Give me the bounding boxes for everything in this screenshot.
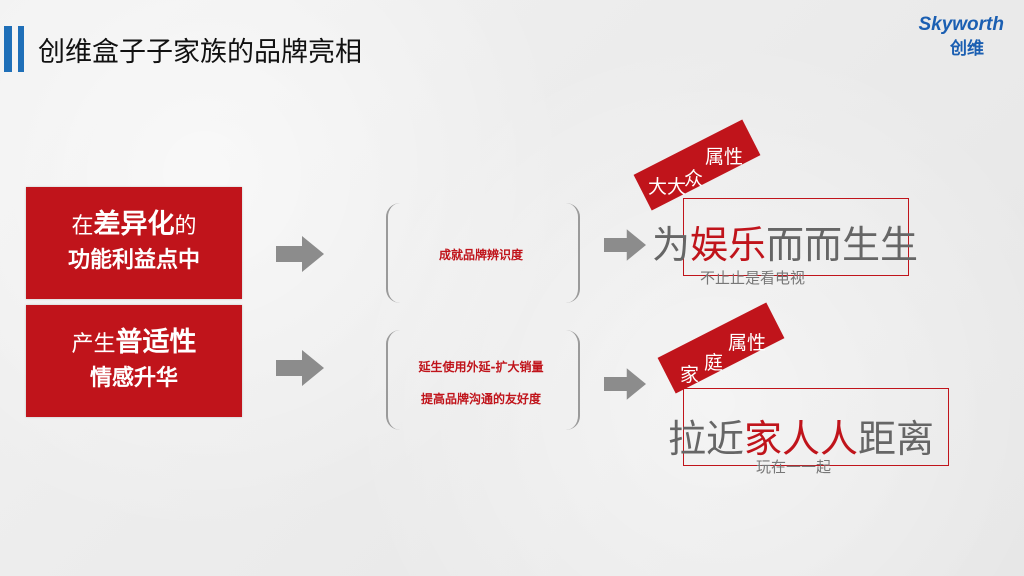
slogan1-frame xyxy=(683,198,909,276)
slogan2-highlight-1: 家人 xyxy=(744,417,821,461)
differentiation-box: 在差异化的 功能利益点中 xyxy=(26,187,242,299)
title-accent-bar xyxy=(4,26,12,72)
slogan2-frame xyxy=(683,388,949,466)
slogan2-highlight-2: 人 xyxy=(820,417,859,461)
universality-box: 产生普适性 情感升华 xyxy=(26,305,242,417)
slogan1-post: 而而生生 xyxy=(766,223,919,267)
arrow-right-icon xyxy=(276,350,324,386)
slogan1-highlight: 娱乐 xyxy=(690,223,767,267)
brand-friendliness-text: 提高品牌沟通的友好度 xyxy=(420,392,541,406)
tag1-text-b: 众 xyxy=(684,168,704,190)
box1-suffix: 的 xyxy=(174,214,197,239)
tag2-text-a: 家 xyxy=(680,364,700,386)
brand-recognition-text: 成就品牌辨识度 xyxy=(438,248,523,262)
title-accent-bar-2 xyxy=(18,26,24,72)
slogan1-pre: 为 xyxy=(652,223,691,267)
tag1-text-c: 属性 xyxy=(705,146,744,168)
box1-highlight: 差异化 xyxy=(93,209,175,240)
slogan2-pre: 拉近 xyxy=(668,417,745,461)
page-title: 创维盒子子家族的品牌亮相 xyxy=(38,37,362,68)
slogan-entertainment: 为娱乐而而生生 xyxy=(652,214,918,269)
box2-prefix: 产生 xyxy=(71,332,116,357)
arrow-right-icon xyxy=(276,236,324,272)
bracket-frame-1 xyxy=(386,203,580,303)
box2-highlight: 普适性 xyxy=(115,327,197,358)
box1-line2: 功能利益点中 xyxy=(67,248,200,273)
tag2-text-b: 庭 xyxy=(704,352,724,374)
brand-logo-cn: 创维 xyxy=(950,39,984,59)
arrow-right-icon xyxy=(604,368,646,400)
box1-prefix: 在 xyxy=(71,214,94,239)
slogan-family: 拉近家人人距离 xyxy=(668,408,934,463)
arrow-right-icon xyxy=(604,229,646,261)
slogan2-post: 距离 xyxy=(858,417,935,461)
brand-logo-text: Skyworth xyxy=(918,14,1004,35)
bracket-frame-2 xyxy=(386,330,580,430)
slogan2-subtitle: 玩在一一起 xyxy=(756,458,832,476)
tag2-text-c: 属性 xyxy=(728,332,767,354)
tag1-text-a: 大大 xyxy=(648,176,687,198)
extend-usage-text: 延生使用外延-扩大销量 xyxy=(418,360,544,374)
slogan1-subtitle: 不止止是看电视 xyxy=(700,269,806,287)
box2-line2: 情感升华 xyxy=(89,366,178,391)
